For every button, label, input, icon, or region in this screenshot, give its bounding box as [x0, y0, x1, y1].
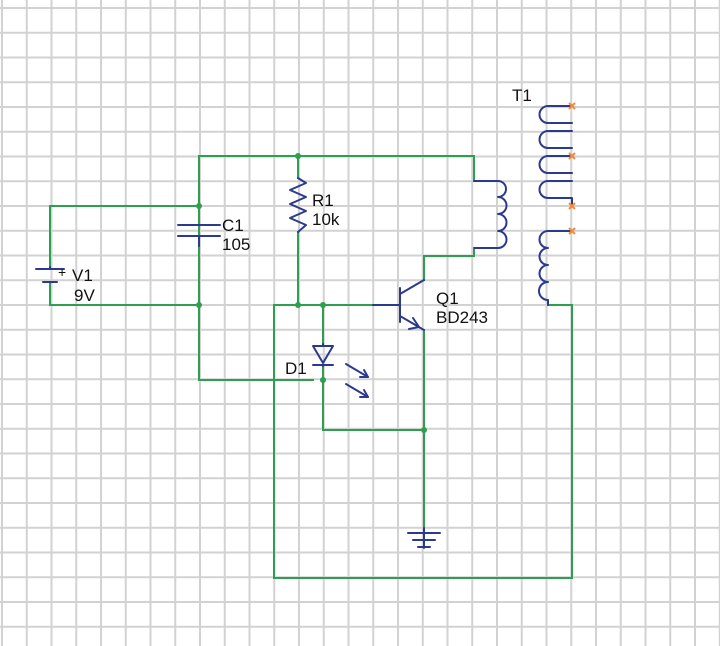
q1-value-label: BD243: [436, 308, 488, 327]
v1-value-label: 9V: [74, 286, 95, 305]
junction-dot: [421, 427, 427, 433]
q1-ref-label: Q1: [436, 289, 459, 308]
pin-marker-icon[interactable]: [568, 202, 576, 210]
battery-plus-sign: +: [58, 264, 66, 280]
r1-value-label: 10k: [312, 210, 340, 229]
junction-dot: [196, 302, 202, 308]
wires: [49, 155, 573, 579]
transistor-q1[interactable]: Q1 BD243: [372, 279, 488, 331]
capacitor-c1[interactable]: C1 105: [177, 216, 250, 254]
transformer-primary-coil: [473, 180, 508, 249]
light-arrows-icon: [345, 363, 369, 398]
battery-v1[interactable]: + V1 9V: [35, 264, 95, 305]
transformer-secondary-lower-coil: [538, 230, 573, 306]
junction-dot: [320, 377, 326, 383]
wire-bottom-loop[interactable]: [273, 304, 573, 579]
d1-ref-label: D1: [285, 359, 307, 378]
pin-marker-icon[interactable]: [568, 227, 576, 235]
c1-value-label: 105: [222, 235, 250, 254]
transformer-secondary-upper-coil: [538, 105, 573, 207]
junction-dot: [320, 302, 326, 308]
resistor-r1[interactable]: R1 10k: [289, 177, 340, 233]
t1-ref-label: T1: [512, 86, 532, 105]
pin-marker-icon[interactable]: [568, 102, 576, 110]
transistor-emitter: [399, 315, 425, 331]
junction-dots: [196, 153, 427, 433]
junction-dot: [295, 153, 301, 159]
pin-marker-icon[interactable]: [568, 152, 576, 160]
wire-collector-coil[interactable]: [423, 249, 475, 281]
junction-dot: [196, 203, 202, 209]
wire-top-rail[interactable]: [198, 155, 475, 182]
r1-ref-label: R1: [312, 191, 334, 210]
resistor-zigzag: [289, 177, 307, 233]
wire-d1-cathode[interactable]: [322, 365, 425, 431]
junction-dot: [295, 302, 301, 308]
transformer-pin-markers: [568, 102, 576, 235]
ground-icon[interactable]: [407, 527, 441, 549]
transistor-collector: [399, 279, 425, 295]
led-d1[interactable]: D1: [285, 343, 369, 398]
v1-ref-label: V1: [72, 266, 93, 285]
transistor-emitter-arrow: [408, 317, 420, 330]
transformer-t1[interactable]: T1: [473, 86, 576, 306]
wire-battery-bottom[interactable]: [49, 282, 200, 306]
c1-ref-label: C1: [222, 216, 244, 235]
wire-battery-top[interactable]: [49, 205, 200, 268]
